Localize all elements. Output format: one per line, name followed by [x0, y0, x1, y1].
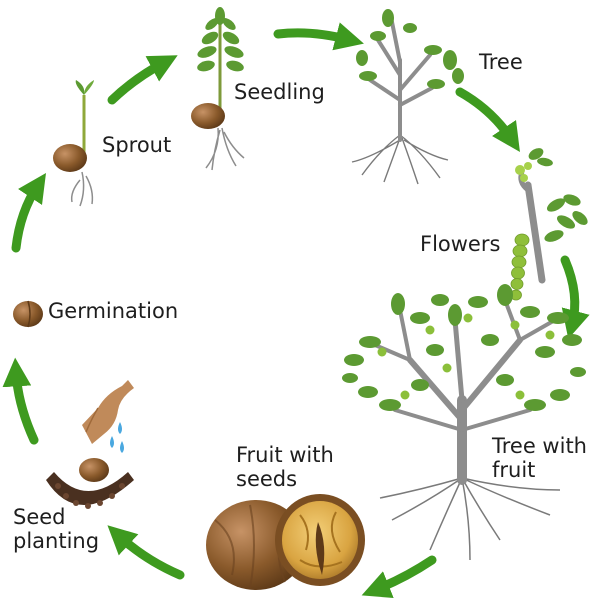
stage-label-germination: Germination	[48, 299, 179, 323]
stage-label-seed-planting: Seed planting	[13, 505, 100, 553]
tree-illustration	[351, 9, 464, 185]
arrow-sprout-to-seedling	[107, 55, 178, 105]
catkin	[510, 233, 530, 301]
seed-planting-illustration	[46, 380, 134, 509]
arrow-germination-to-sprout	[11, 173, 46, 253]
stage-label-seedling: Seedling	[234, 80, 325, 104]
germination-walnut	[13, 300, 43, 328]
stage-label-flowers: Flowers	[420, 232, 501, 256]
stage-label-tree-with-fruit: Tree with fruit	[492, 434, 587, 482]
fruit-with-seeds-illustration	[206, 494, 365, 590]
seedling-illustration	[191, 7, 245, 171]
cycle-arrows	[2, 22, 590, 599]
arrow-fruit-to-seed-planting	[107, 525, 185, 580]
flowers-illustration	[510, 148, 588, 301]
arrow-flowers-to-fruit-tree	[560, 255, 590, 339]
arrow-fruit-tree-to-fruit	[361, 555, 437, 599]
tree-with-fruit-illustration	[342, 284, 586, 561]
stage-label-tree: Tree	[479, 50, 523, 74]
arrow-seedling-to-tree	[273, 22, 364, 51]
stage-label-sprout: Sprout	[102, 133, 172, 157]
stage-label-fruit-with-seeds: Fruit with seeds	[236, 443, 334, 491]
arrow-tree-to-flowers	[455, 87, 520, 152]
arrow-seed-planting-to-germination	[2, 357, 39, 445]
sprout-illustration	[53, 80, 94, 207]
